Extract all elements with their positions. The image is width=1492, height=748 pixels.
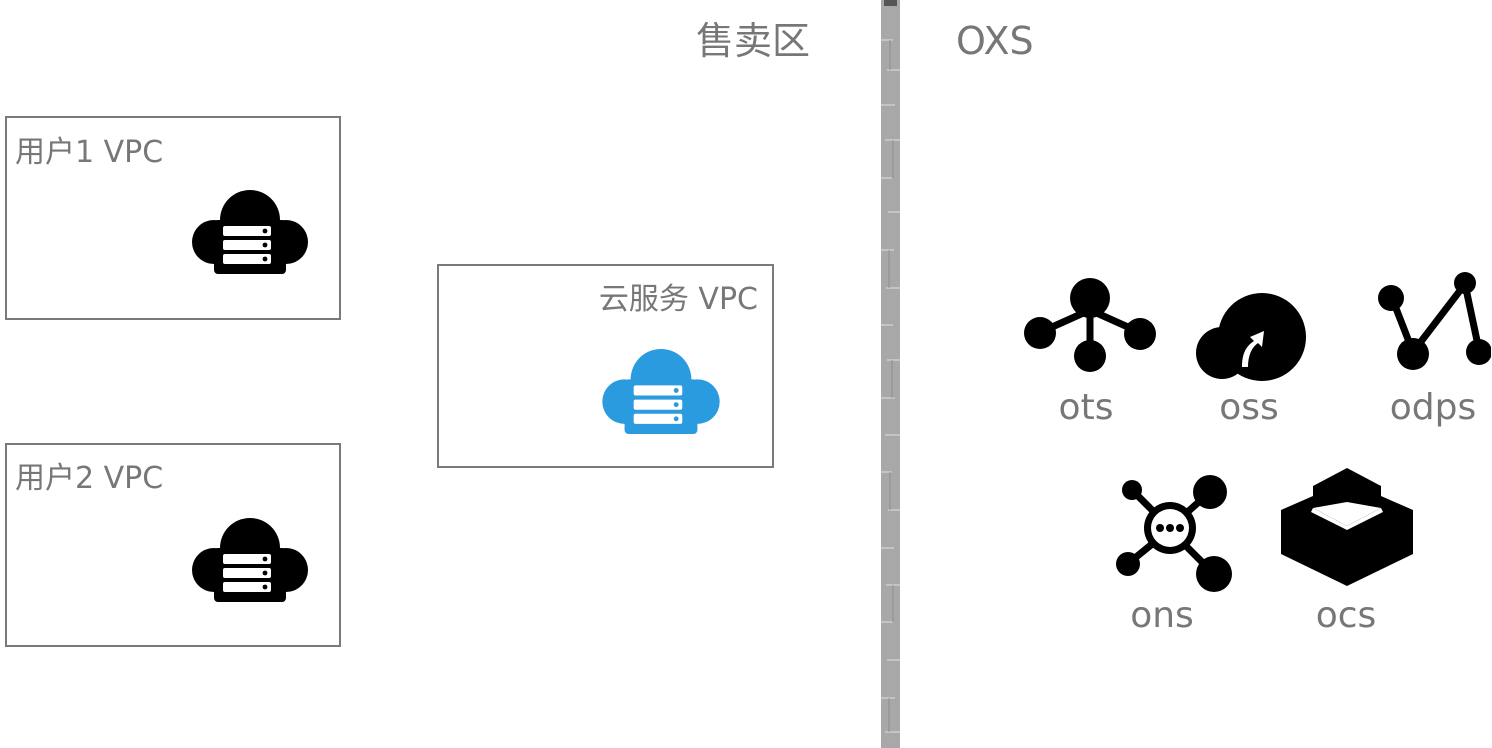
service-label-ons: ons (1130, 595, 1194, 636)
user2-vpc-box: 用户2 VPC (5, 443, 341, 647)
message-hub-icon (1116, 475, 1232, 592)
service-label-ocs: ocs (1315, 595, 1377, 636)
storage-upload-icon (1196, 293, 1306, 381)
cache-box-icon (1281, 468, 1413, 586)
cloud-server-icon (192, 190, 308, 274)
user1-vpc-label: 用户1 VPC (15, 135, 164, 170)
user2-vpc-label: 用户2 VPC (15, 461, 164, 496)
oxs-zone-label: OXS (956, 19, 1034, 63)
tree-nodes-icon (1024, 278, 1156, 372)
service-label-oss: oss (1219, 387, 1279, 428)
cloud-server-icon (602, 349, 720, 434)
user1-vpc-box: 用户1 VPC (5, 116, 341, 320)
cloud-service-vpc-label: 云服务 VPC (598, 282, 758, 317)
zigzag-nodes-icon (1378, 272, 1491, 370)
sales-zone-label: 售卖区 (696, 19, 811, 63)
cloud-service-vpc-box: 云服务 VPC (437, 264, 774, 468)
cloud-server-icon (192, 518, 308, 602)
network-boundary-wall (881, 0, 900, 748)
service-label-ots: ots (1058, 387, 1114, 428)
service-label-odps: odps (1389, 387, 1477, 428)
